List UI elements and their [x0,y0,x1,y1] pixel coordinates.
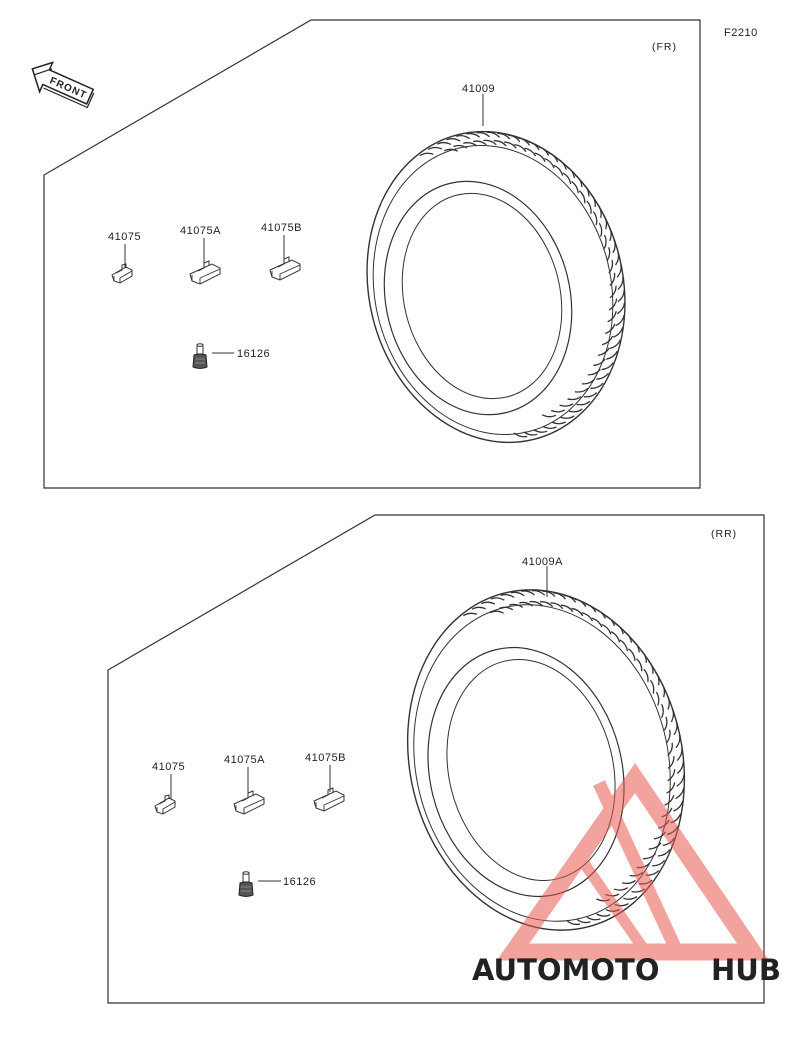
rear-part-41075B: 41075B [305,752,346,812]
front-panel-tag: (FR) [652,41,677,53]
front-tire-part-number: 41009 [462,83,495,95]
figure-code: F2210 [724,27,758,39]
rear-part-label: 41075 [152,761,185,773]
watermark-text-hub: HUB [711,953,781,987]
front-part-41075A: 41075A [180,225,221,285]
front-part-label: 41075B [261,222,302,234]
front-part-41075B: 41075B [261,222,302,281]
rear-panel-tag: (RR) [711,528,737,540]
front-part-label: 16126 [237,348,270,360]
watermark-text-automoto: AUTOMOTO [472,953,659,987]
front-arrow-icon: FRONT [31,61,95,109]
front-tire [366,127,629,444]
front-part-label: 41075 [108,231,141,243]
rear-part-41075: 41075 [152,761,185,815]
rear-part-label: 41075B [305,752,346,764]
front-part-41075: 41075 [108,231,141,284]
rear-tire-part-number: 41009A [522,556,563,568]
front-panel: (FR) 41009 41075 41075A 41075B [43,19,701,489]
rear-part-label: 16126 [283,876,316,888]
watermark-logo: AUTOMOTO HUB [472,763,781,987]
rear-panel: (RR) 41009A 41075 41075A 41075B [107,514,765,1004]
front-part-label: 41075A [180,225,221,237]
front-valve-16126: 16126 [192,343,270,369]
warning-triangle-logo [496,763,770,962]
rear-part-41075A: 41075A [224,754,265,815]
rear-part-label: 41075A [224,754,265,766]
rear-valve-16126: 16126 [238,871,316,897]
